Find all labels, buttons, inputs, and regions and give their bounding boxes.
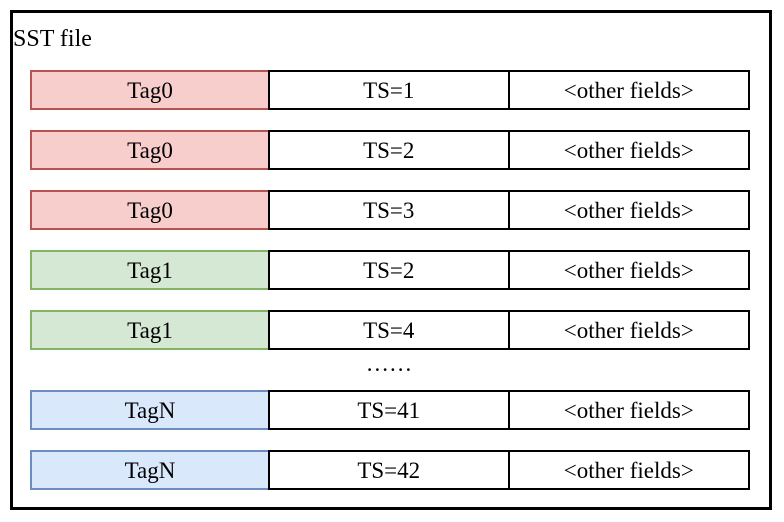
tag-cell: Tag1 xyxy=(30,310,270,350)
other-fields-cell: <other fields> xyxy=(507,450,750,490)
tag-cell: Tag0 xyxy=(30,130,270,170)
timestamp-cell: TS=3 xyxy=(267,190,510,230)
timestamp-cell: TS=1 xyxy=(267,70,510,110)
other-fields-cell: <other fields> xyxy=(507,190,750,230)
timestamp-cell: TS=4 xyxy=(267,310,510,350)
tag-cell: Tag0 xyxy=(30,70,270,110)
other-fields-cell: <other fields> xyxy=(507,390,750,430)
other-fields-cell: <other fields> xyxy=(507,70,750,110)
timestamp-cell: TS=2 xyxy=(267,250,510,290)
diagram-title: SST file xyxy=(13,26,92,52)
timestamp-cell: TS=2 xyxy=(267,130,510,170)
timestamp-cell: TS=42 xyxy=(267,450,510,490)
tag-cell: Tag0 xyxy=(30,190,270,230)
other-fields-cell: <other fields> xyxy=(507,130,750,170)
timestamp-cell: TS=41 xyxy=(267,390,510,430)
other-fields-cell: <other fields> xyxy=(507,310,750,350)
tag-cell: Tag1 xyxy=(30,250,270,290)
tag-cell: TagN xyxy=(30,450,270,490)
ellipsis-text: ...... xyxy=(366,351,414,376)
tag-cell: TagN xyxy=(30,390,270,430)
other-fields-cell: <other fields> xyxy=(507,250,750,290)
